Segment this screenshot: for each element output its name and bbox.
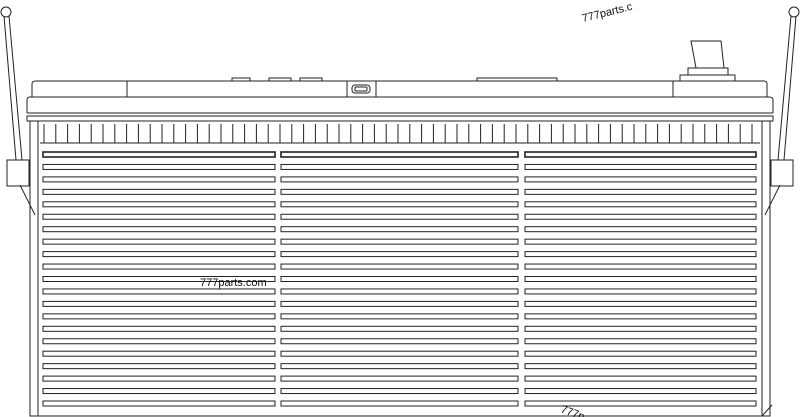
left-handle <box>0 6 36 216</box>
case-rib <box>42 288 276 295</box>
case-rib <box>42 251 276 258</box>
case-rib <box>42 188 276 195</box>
case-rib <box>280 201 519 208</box>
case-rib <box>524 338 757 345</box>
case-rib <box>42 350 276 357</box>
case-rib <box>524 163 757 170</box>
case-rib <box>42 400 276 407</box>
side-ribs <box>42 151 757 407</box>
case-rib <box>524 201 757 208</box>
top-vent-slats <box>40 124 760 144</box>
case-rib <box>524 263 757 270</box>
case-rib <box>280 388 519 395</box>
case-rib <box>42 176 276 183</box>
case-rib <box>280 363 519 370</box>
case-rib <box>280 213 519 220</box>
case-rib <box>524 400 757 407</box>
case-rib <box>280 263 519 270</box>
case-rib <box>42 263 276 270</box>
case-rib <box>524 325 757 332</box>
case-rib <box>42 375 276 382</box>
case-rib <box>42 363 276 370</box>
watermark-center: 777parts.com <box>200 277 267 289</box>
case-rib <box>280 300 519 307</box>
case-rib <box>42 325 276 332</box>
case-rib <box>280 325 519 332</box>
battery-case <box>29 120 773 417</box>
case-rib <box>280 251 519 258</box>
case-rib <box>42 313 276 320</box>
case-rib <box>524 188 757 195</box>
case-rib <box>280 226 519 233</box>
case-rib <box>42 201 276 208</box>
case-rib <box>42 276 276 282</box>
case-rib <box>524 176 757 183</box>
watermark-top: 777parts.c <box>581 1 634 25</box>
case-rib <box>280 188 519 195</box>
case-rib <box>280 238 519 245</box>
case-rib <box>280 375 519 382</box>
case-rib <box>280 276 519 282</box>
case-rib <box>42 163 276 170</box>
case-rib <box>280 313 519 320</box>
case-rib <box>280 288 519 295</box>
case-rib <box>280 350 519 357</box>
case-rib <box>524 375 757 382</box>
battery-lid <box>26 77 774 122</box>
case-rib <box>42 213 276 220</box>
case-rib <box>42 238 276 245</box>
right-handle <box>764 6 800 216</box>
case-rib <box>524 151 757 158</box>
case-rib <box>42 338 276 345</box>
case-rib <box>42 300 276 307</box>
case-rib <box>42 151 276 158</box>
case-rib <box>524 251 757 258</box>
case-rib <box>280 151 519 158</box>
case-rib <box>524 226 757 233</box>
case-rib <box>42 226 276 233</box>
case-rib <box>524 363 757 370</box>
case-rib <box>42 388 276 395</box>
case-rib <box>524 238 757 245</box>
case-rib <box>280 176 519 183</box>
case-rib <box>280 163 519 170</box>
case-rib <box>524 300 757 307</box>
terminal-post <box>679 40 736 82</box>
case-rib <box>524 350 757 357</box>
case-rib <box>524 213 757 220</box>
case-rib <box>280 400 519 407</box>
case-rib <box>524 288 757 295</box>
case-rib <box>524 276 757 282</box>
case-rib <box>280 338 519 345</box>
case-rib <box>524 388 757 395</box>
case-rib <box>524 313 757 320</box>
